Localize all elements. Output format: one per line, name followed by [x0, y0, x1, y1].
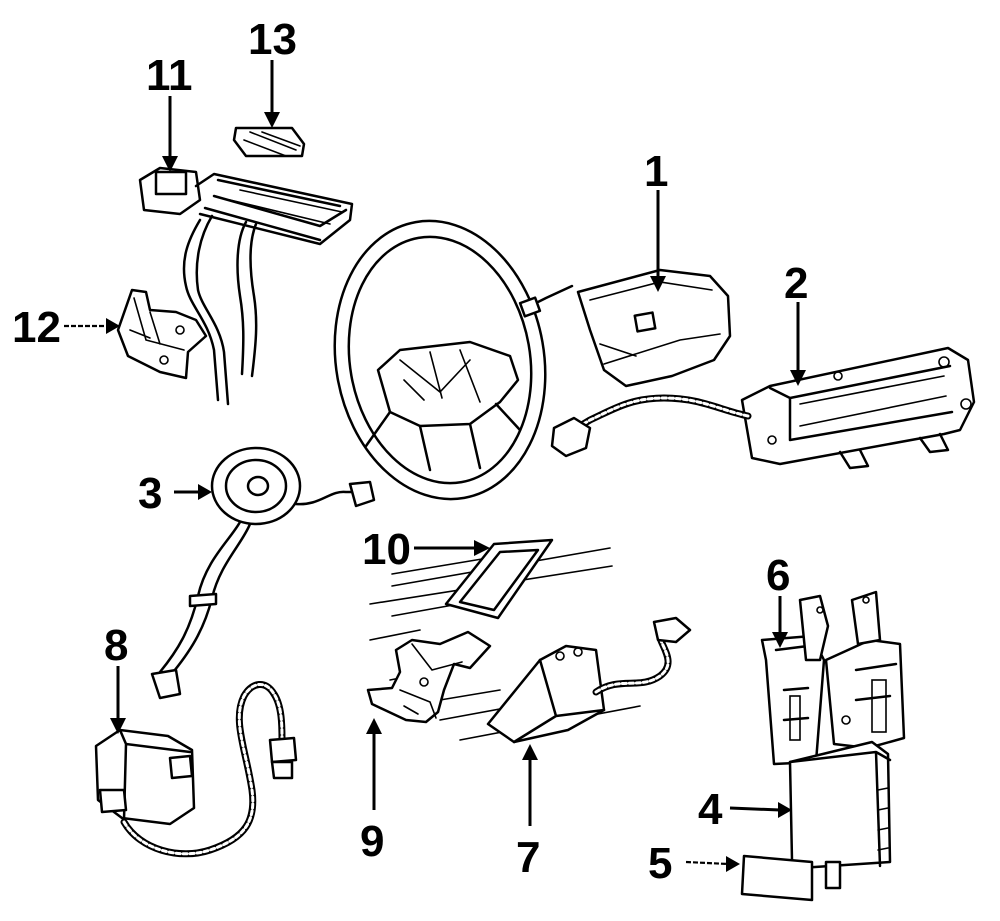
part-12-bracket [116, 288, 208, 380]
part-6-brackets [760, 590, 906, 766]
callout-13: 13 [248, 15, 297, 64]
callout-9: 9 [360, 817, 384, 866]
part-2-passenger-module [550, 346, 976, 470]
callout-6: 6 [766, 551, 790, 600]
part-11-sensor-assembly [138, 166, 354, 406]
steering-wheel [333, 219, 574, 501]
callout-3: 3 [138, 469, 162, 518]
callout-5: 5 [648, 839, 672, 888]
part-1-airbag-module [576, 268, 732, 388]
part-13-pad [232, 126, 306, 158]
part-9-bracket [366, 630, 492, 724]
callout-10: 10 [362, 525, 411, 574]
part-10-panel [444, 538, 554, 620]
part-8-sensor [94, 681, 298, 858]
callout-8: 8 [104, 621, 128, 670]
callout-7: 7 [516, 833, 540, 882]
callout-numbers: 1 2 3 4 5 6 7 8 9 10 11 12 13 [12, 15, 808, 888]
callout-2: 2 [784, 259, 808, 308]
callout-11: 11 [146, 51, 193, 100]
part-7-module [486, 616, 692, 744]
part-5-label [740, 854, 814, 902]
callout-12: 12 [12, 303, 61, 352]
callout-1: 1 [644, 147, 668, 196]
leader-lines [64, 60, 806, 872]
part-3-clock-spring [150, 446, 376, 700]
part-4-control-module [788, 740, 892, 890]
callout-4: 4 [698, 785, 723, 834]
